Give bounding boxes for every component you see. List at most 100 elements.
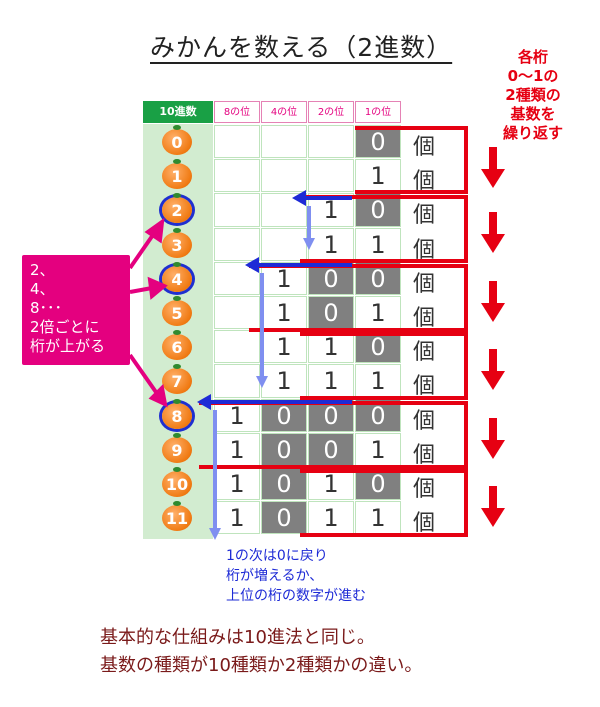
decimal-number: 5 <box>171 304 183 323</box>
leaf-icon <box>173 261 181 267</box>
unit-label: 個 <box>413 203 436 229</box>
blue-carry-arrow <box>197 394 352 540</box>
decimal-number: 11 <box>165 509 189 529</box>
bit-digit: 1 <box>323 196 339 225</box>
decimal-number: 8 <box>171 406 183 426</box>
red-brackets <box>199 126 468 537</box>
bit-cell <box>308 159 354 193</box>
footer-line: 基本的な仕組みは10進法と同じ。 <box>100 627 375 648</box>
pink-arrow <box>129 276 168 300</box>
bit-digit: 1 <box>276 367 292 396</box>
red-bracket <box>199 401 468 469</box>
bit-cell <box>261 125 307 159</box>
pink-arrow <box>128 353 168 408</box>
unit-label: 個 <box>413 237 436 263</box>
bit-digit: 1 <box>323 470 339 498</box>
red-down-arrow <box>481 486 505 527</box>
red-bracket <box>300 469 468 537</box>
unit-label: 個 <box>413 477 436 502</box>
leaf-icon <box>173 330 181 336</box>
red-note-line: 繰り返す <box>502 124 563 142</box>
bit-digit: 1 <box>323 504 339 533</box>
unit-label: 個 <box>413 340 436 366</box>
bit-digit: 1 <box>276 299 292 327</box>
footer-text: 基本的な仕組みは10進法と同じ。 基数の種類が10種類か2種類かの違い。 <box>100 624 422 680</box>
bit-digit: 1 <box>323 367 339 396</box>
orange-icon: 1 <box>162 159 192 190</box>
pink-note-line: 2倍ごとに <box>30 318 100 336</box>
orange-icon: 6 <box>162 330 192 361</box>
bit-digit: 0 <box>276 470 292 498</box>
blue-note: 1の次は0に戻り 桁が増えるか、 上位の桁の数字が進む <box>226 546 366 606</box>
bit-cell <box>214 159 260 193</box>
bit-digit: 0 <box>323 264 339 293</box>
orange-icon: 7 <box>162 364 192 395</box>
blue-note-line: 桁が増えるか、 <box>226 568 324 584</box>
bit-digit: 0 <box>370 470 386 498</box>
bit-cell <box>261 193 307 227</box>
pink-note-line: 2、 <box>30 261 55 279</box>
bit-digit: 1 <box>370 162 386 191</box>
bit-cell <box>261 432 307 466</box>
bit-digit: 0 <box>370 264 386 293</box>
bit-digit: 0 <box>323 435 339 464</box>
bit-digit: 1 <box>229 435 245 464</box>
leaf-icon <box>173 398 181 404</box>
orange-icon: 2 <box>162 193 192 224</box>
footer-line: 基数の種類が10種類か2種類かの違い。 <box>100 655 423 676</box>
red-note-line: 各桁 <box>517 48 548 66</box>
orange-icon: 9 <box>162 432 192 463</box>
header-2: 2の位 <box>308 101 354 123</box>
header-4: 4の位 <box>261 101 307 123</box>
red-down-arrow <box>481 147 505 188</box>
red-note-line: 2種類の <box>505 86 561 104</box>
red-note: 各桁 0〜1の 2種類の 基数を 繰り返す <box>474 48 592 143</box>
pink-note-line: 8･･･ <box>30 299 63 317</box>
decimal-number: 4 <box>171 269 183 289</box>
bit-digit: 1 <box>370 230 386 259</box>
red-down-arrows <box>481 147 505 527</box>
unit-label: 個 <box>413 306 436 331</box>
unit-label: 個 <box>413 442 436 468</box>
blue-carry-arrow <box>292 190 352 250</box>
pink-note-line: 桁が上がる <box>30 337 106 355</box>
red-note-line: 基数を <box>510 105 556 123</box>
bit-digit: 1 <box>229 504 245 533</box>
bit-cell <box>214 125 260 159</box>
bit-cell <box>261 159 307 193</box>
decimal-number: 0 <box>171 133 183 152</box>
bit-digit: 1 <box>370 504 386 533</box>
decimal-number: 2 <box>171 201 183 221</box>
blue-carry-arrows <box>197 190 352 540</box>
bit-digit: 1 <box>276 333 292 362</box>
red-bracket <box>355 126 468 194</box>
bit-digit: 0 <box>370 333 386 362</box>
bit-digit: 0 <box>276 504 292 533</box>
pink-pointer-arrows <box>128 217 168 408</box>
header-8: 8の位 <box>214 101 260 123</box>
decimal-number: 7 <box>171 372 183 392</box>
leaf-icon <box>173 296 181 301</box>
decimal-number: 1 <box>171 167 183 187</box>
bit-cell <box>308 125 354 159</box>
bit-digit: 1 <box>370 299 386 327</box>
page-title: みかんを数える（2進数） <box>150 33 453 62</box>
bit-digit: 1 <box>323 333 339 362</box>
red-bracket <box>300 195 468 263</box>
pink-note-line: 4、 <box>30 280 55 298</box>
bit-cell <box>214 330 260 364</box>
bit-digit: 0 <box>370 128 386 156</box>
red-down-arrow <box>481 349 505 390</box>
bit-digit: 1 <box>370 367 386 396</box>
decimal-number: 3 <box>171 235 183 255</box>
bit-cell <box>214 261 260 295</box>
bit-cell <box>355 125 401 159</box>
bit-cell <box>261 501 307 535</box>
orange-icon: 10 <box>162 467 192 497</box>
leaf-icon <box>173 193 181 199</box>
leaf-icon <box>173 364 181 370</box>
leaf-icon <box>173 467 181 472</box>
bit-digit: 0 <box>276 435 292 464</box>
orange-icon: 4 <box>162 261 192 292</box>
